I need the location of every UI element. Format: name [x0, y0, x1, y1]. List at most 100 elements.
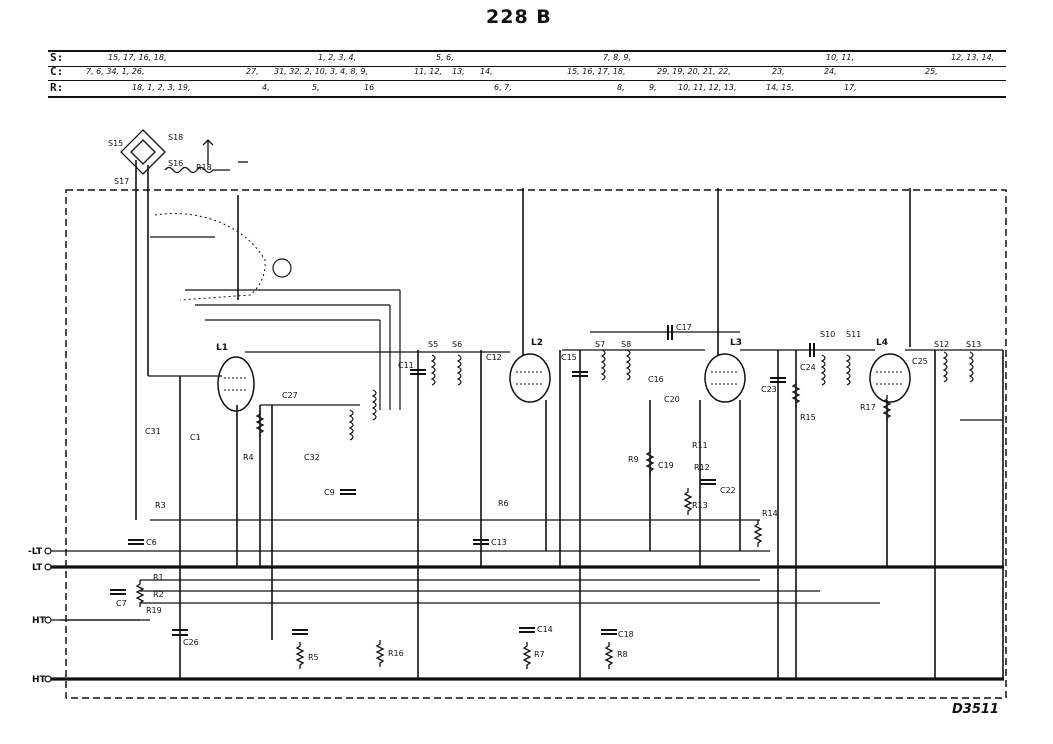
resistor-label: R9	[628, 455, 639, 464]
index-group: 27,	[246, 67, 259, 76]
resistor-label: R4	[243, 453, 254, 462]
index-group: 7, 8, 9,	[603, 53, 631, 62]
index-prefix: C:	[50, 65, 64, 78]
aerial-switch-s15-s18	[120, 129, 248, 175]
resistor-label: R3	[155, 501, 166, 510]
index-group: 10, 11,	[826, 53, 854, 62]
resistor-labels: R1 R2 R3 R4 R5 R6 R7 R8 R9 R11 R12 R13 R…	[146, 163, 876, 662]
resistor-label: R18	[196, 163, 212, 172]
index-prefix: S:	[50, 51, 64, 64]
resistor-label: R1	[153, 573, 164, 582]
capacitor-label: C11	[398, 361, 414, 370]
index-group: 14,	[480, 67, 493, 76]
valve-label: L4	[876, 338, 888, 348]
index-group: 23,	[772, 67, 785, 76]
valve-labels: L1 L2 L3 L4	[216, 338, 888, 353]
power-rails	[48, 519, 1004, 681]
schematic-title: 228 B	[486, 6, 552, 28]
index-group: 24,	[824, 67, 837, 76]
index-group: 7, 6, 34, 1, 26,	[86, 67, 145, 76]
index-group: 12, 13, 14,	[951, 53, 995, 62]
index-group: 17,	[844, 83, 857, 92]
capacitor-label: C23	[761, 385, 777, 394]
capacitor-label: C13	[491, 538, 507, 547]
index-group: 31, 32, 2, 10, 3, 4, 8, 9,	[274, 67, 369, 76]
switch-label: S6	[452, 340, 462, 349]
resistor-label: R11	[692, 441, 708, 450]
index-group: 4,	[262, 83, 270, 92]
capacitor-label: C14	[537, 625, 553, 634]
switch-label: S8	[621, 340, 631, 349]
valve-label: L3	[730, 338, 742, 348]
switch-label: S7	[595, 340, 605, 349]
capacitor-label: C25	[912, 357, 928, 366]
coils	[349, 349, 974, 441]
pilot-lamp	[272, 258, 292, 278]
capacitor-label: C26	[183, 638, 199, 647]
index-group: 14, 15,	[766, 83, 794, 92]
resistor-label: R13	[692, 501, 708, 510]
index-row-switches: S: 15, 17, 16, 18, 1, 2, 3, 4, 5, 6, 7, …	[48, 50, 1006, 67]
index-group: 5, 6,	[436, 53, 454, 62]
valve-grids	[224, 371, 904, 391]
capacitor-label: C27	[282, 391, 298, 400]
terminal-label: LT	[32, 563, 43, 573]
switch-label: S16	[168, 159, 183, 168]
vertical-wiring	[135, 160, 1004, 679]
switch-label: S11	[846, 330, 861, 339]
capacitor-label: C31	[145, 427, 161, 436]
index-group: 1, 2, 3, 4,	[318, 53, 357, 62]
index-group: 25,	[925, 67, 938, 76]
terminal-posts	[44, 547, 52, 683]
index-group: 15, 17, 16, 18,	[108, 53, 167, 62]
switch-label: S12	[934, 340, 949, 349]
resistor-label: R17	[860, 403, 876, 412]
switch-label: S13	[966, 340, 981, 349]
capacitor-label: C1	[190, 433, 201, 442]
index-group: 11, 12,	[414, 67, 442, 76]
terminal-labels: -LT LT HT HT	[28, 547, 47, 685]
capacitor-label: C19	[658, 461, 674, 470]
valve-label: L1	[216, 343, 228, 353]
index-group: 29, 19, 20, 21, 22,	[657, 67, 731, 76]
switch-label: S5	[428, 340, 438, 349]
valves	[217, 353, 911, 412]
index-prefix: R:	[50, 81, 64, 94]
terminal-label: HT	[32, 616, 47, 626]
capacitor-labels: C1 C6 C7 C9 C11 C12 C13 C14 C15 C16 C17 …	[116, 323, 928, 647]
terminal-label: HT	[32, 675, 47, 685]
capacitor-label: C9	[324, 488, 335, 497]
resistor-label: R2	[153, 590, 164, 599]
capacitors	[110, 325, 815, 636]
index-group: 10, 11, 12, 13,	[678, 83, 737, 92]
resistor-label: R8	[617, 650, 628, 659]
index-group: 15, 16, 17, 18,	[567, 67, 626, 76]
index-group: 16	[364, 83, 375, 92]
capacitor-label: C32	[304, 453, 320, 462]
terminal-label: -LT	[28, 547, 43, 557]
index-group: 18, 1, 2, 3, 19,	[132, 83, 191, 92]
index-row-capacitors: C: 7, 6, 34, 1, 26, 27, 31, 32, 2, 10, 3…	[48, 65, 1006, 81]
switch-label: S17	[114, 177, 129, 186]
capacitor-label: C15	[561, 353, 577, 362]
resistor-label: R12	[694, 463, 710, 472]
resistor-label: R14	[762, 509, 778, 518]
index-row-resistors: R: 18, 1, 2, 3, 19, 4, 5, 16 6, 7, 8, 9,…	[48, 81, 1006, 98]
capacitor-label: C20	[664, 395, 680, 404]
component-index-table: S: 15, 17, 16, 18, 1, 2, 3, 4, 5, 6, 7, …	[48, 50, 1006, 98]
resistor-label: R5	[308, 653, 319, 662]
resistor-label: R7	[534, 650, 545, 659]
capacitor-label: C7	[116, 599, 127, 608]
switch-labels: S15 S18 S16 S17 S5 S6 S7 S8 S10 S11 S12 …	[108, 133, 981, 349]
index-group: 9,	[649, 83, 657, 92]
wave-switch	[154, 213, 266, 301]
valve-label: L2	[531, 338, 543, 348]
switch-label: S18	[168, 133, 183, 142]
signal-wiring	[148, 236, 1003, 421]
drawing-number: D3511	[952, 702, 999, 717]
capacitor-label: C24	[800, 363, 816, 372]
index-group: 5,	[312, 83, 320, 92]
index-group: 13,	[452, 67, 465, 76]
index-group: 6, 7,	[494, 83, 512, 92]
switch-label: S10	[820, 330, 835, 339]
